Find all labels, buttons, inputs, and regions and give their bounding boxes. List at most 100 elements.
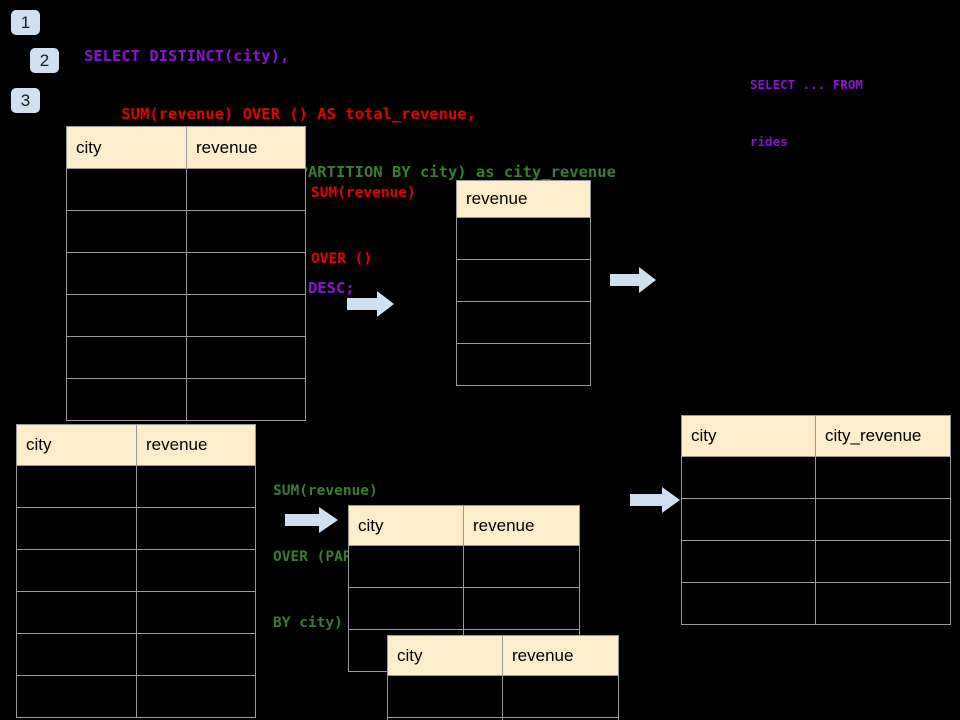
table-header-row: city revenue: [66, 126, 306, 169]
column-header-revenue: revenue: [456, 180, 591, 218]
table-header-row: city city_revenue: [681, 415, 951, 457]
cell-revenue: [186, 294, 306, 337]
cell-city: [66, 210, 187, 253]
table-row: [387, 675, 619, 718]
column-header-city: city: [348, 505, 464, 546]
cell-city-revenue: [815, 456, 951, 499]
table-row: [66, 210, 306, 253]
side-note-select-from: SELECT ... FROM rides: [750, 37, 863, 189]
table-row: [16, 591, 256, 634]
annotation-city-revenue-line-1: SUM(revenue): [273, 483, 378, 499]
table-row: [66, 168, 306, 211]
column-header-city-revenue: city_revenue: [815, 415, 951, 457]
cell-revenue: [186, 168, 306, 211]
step-badge-3: 3: [11, 88, 40, 113]
cell-city-revenue: [815, 540, 951, 583]
cell-revenue: [136, 465, 256, 508]
table-row: [16, 465, 256, 508]
cell-city: [66, 378, 187, 421]
table-header-row: city revenue: [348, 505, 580, 546]
cell-city: [16, 633, 137, 676]
cell-revenue: [136, 591, 256, 634]
cell-revenue: [456, 301, 591, 344]
cell-revenue: [463, 545, 580, 588]
cell-revenue: [456, 259, 591, 302]
cell-revenue: [186, 378, 306, 421]
table-row: [387, 717, 619, 720]
cell-city: [681, 540, 816, 583]
step-badge-2-label: 2: [39, 51, 50, 70]
cell-revenue: [456, 217, 591, 260]
table-row: [16, 507, 256, 550]
cell-city: [348, 587, 464, 630]
side-note-line-2: rides: [750, 134, 788, 149]
table-row: [681, 498, 951, 541]
column-header-revenue: revenue: [502, 635, 619, 676]
rides-source-table-top: city revenue: [66, 126, 306, 421]
cell-city: [348, 545, 464, 588]
column-header-revenue: revenue: [463, 505, 580, 546]
step-badge-1: 1: [11, 10, 40, 35]
step-badge-3-label: 3: [20, 91, 31, 110]
table-row: [348, 587, 580, 630]
cell-revenue: [186, 336, 306, 379]
sql-line-1: SELECT DISTINCT(city),: [84, 47, 290, 65]
table-row: [66, 336, 306, 379]
cell-city: [387, 675, 503, 718]
cell-city-revenue: [815, 498, 951, 541]
cell-revenue: [136, 507, 256, 550]
arrow-rides-to-partition: [285, 507, 338, 533]
cell-city-revenue: [815, 582, 951, 625]
step-badge-2: 2: [30, 48, 59, 73]
cell-city: [16, 591, 137, 634]
cell-revenue: [136, 675, 256, 718]
partition-group-table-front: city revenue: [387, 635, 619, 720]
sql-line-2: SUM(revenue) OVER () AS total_revenue,: [84, 105, 476, 123]
step-badge-1-label: 1: [20, 13, 31, 32]
column-header-city: city: [16, 424, 137, 466]
cell-city: [16, 675, 137, 718]
annotation-city-revenue-line-3: BY city): [273, 615, 343, 631]
total-revenue-table: revenue: [456, 180, 591, 386]
cell-city: [66, 294, 187, 337]
table-row: [16, 675, 256, 718]
annotation-total-revenue-line-2: OVER (): [311, 251, 373, 267]
table-row: [456, 217, 591, 260]
annotation-total-revenue: SUM(revenue) OVER (): [311, 138, 416, 314]
cell-city: [66, 336, 187, 379]
cell-revenue: [502, 675, 619, 718]
cell-revenue: [186, 252, 306, 295]
cell-revenue: [463, 587, 580, 630]
side-note-line-1: SELECT ... FROM: [750, 77, 863, 92]
table-header-row: revenue: [456, 180, 591, 218]
cell-revenue: [136, 633, 256, 676]
table-row: [681, 582, 951, 625]
table-row: [681, 456, 951, 499]
table-row: [66, 252, 306, 295]
table-header-row: city revenue: [387, 635, 619, 676]
table-row: [16, 633, 256, 676]
column-header-city: city: [66, 126, 187, 169]
table-row: [456, 259, 591, 302]
table-row: [348, 545, 580, 588]
result-table: city city_revenue: [681, 415, 951, 625]
column-header-city: city: [681, 415, 816, 457]
arrow-total-revenue-to-result: [610, 267, 656, 293]
table-row: [16, 549, 256, 592]
table-row: [66, 378, 306, 421]
table-header-row: city revenue: [16, 424, 256, 466]
cell-revenue: [456, 343, 591, 386]
arrow-rides-to-total-revenue: [347, 291, 394, 317]
table-row: [681, 540, 951, 583]
cell-city: [16, 549, 137, 592]
cell-revenue: [136, 549, 256, 592]
arrow-partition-to-result: [630, 487, 680, 513]
column-header-revenue: revenue: [136, 424, 256, 466]
table-row: [66, 294, 306, 337]
cell-revenue: [502, 717, 619, 720]
cell-city: [66, 252, 187, 295]
table-row: [456, 343, 591, 386]
cell-city: [66, 168, 187, 211]
cell-city: [681, 456, 816, 499]
